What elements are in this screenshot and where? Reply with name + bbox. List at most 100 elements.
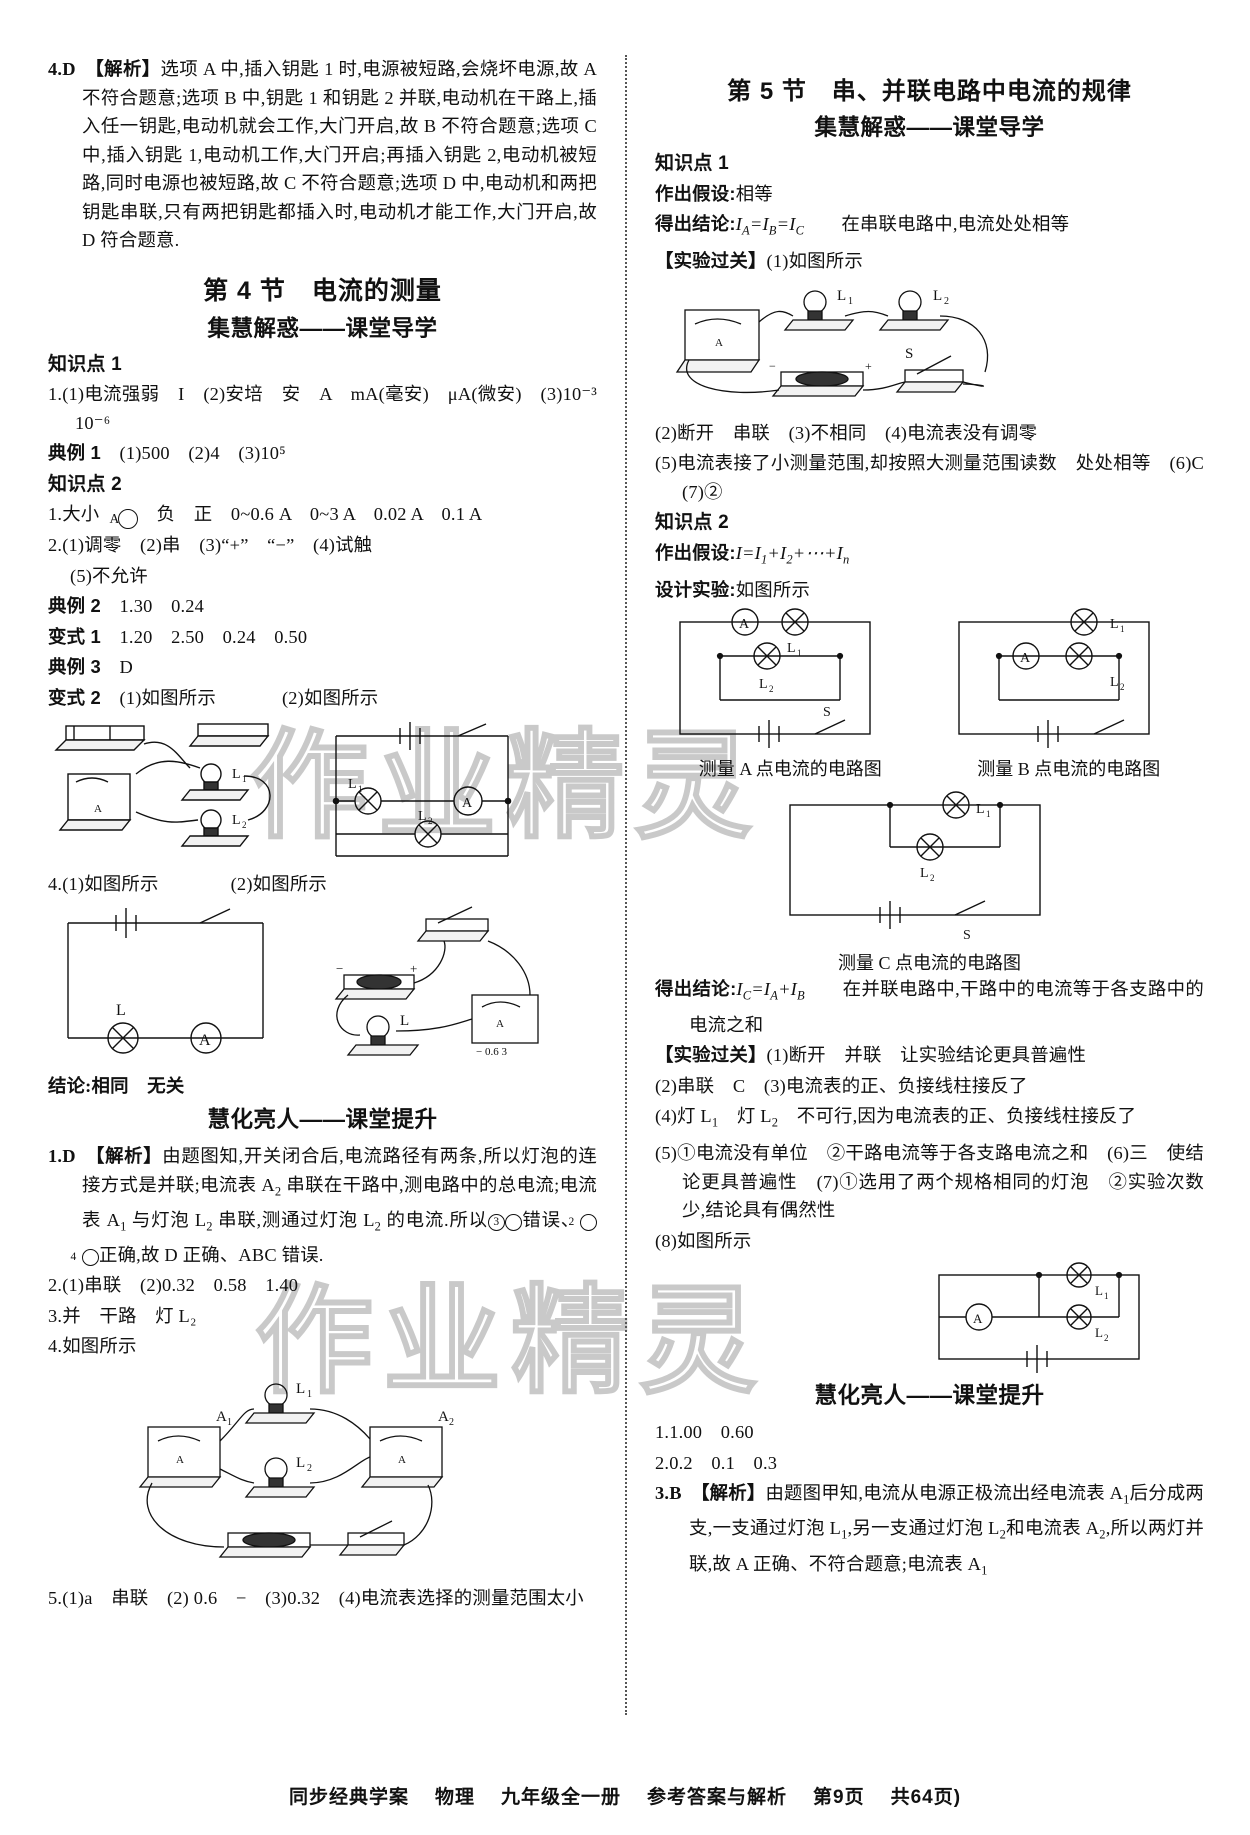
circuit-b-wrap: L 1 A L 2 [934,608,1205,781]
svg-text:A: A [199,1032,211,1049]
svg-text:A: A [398,1454,406,1466]
svg-text:1: 1 [986,809,991,819]
svg-text:2: 2 [307,1463,312,1474]
svg-text:A: A [94,803,102,815]
conclusion-text: 在串联电路中,电流处处相等 [841,214,1070,234]
variant-2-b: (2)如图所示 [281,687,379,708]
svg-text:L: L [116,1002,126,1019]
svg-text:2: 2 [242,820,247,830]
svg-text:L: L [837,288,846,304]
kp2-item-2: 2.(1)调零 (2)串 (3)“+” “−” (4)试触 [48,535,373,555]
answer-4-figure-svg: A A 1 A A 2 [138,1381,454,1558]
svg-text:1: 1 [358,784,363,794]
hypothesis-row: 作出假设:相等 [655,180,1204,209]
answer1-text-mid2: 与灯泡 L [126,1209,207,1230]
answer1-analysis-tag: 【解析】 [95,1146,163,1166]
footer-grade: 九年级全一册 [500,1787,621,1808]
example-2-text: 1.30 0.24 [119,596,205,616]
svg-text:−: − [769,359,776,373]
svg-text:L: L [933,288,942,304]
conclusion-formula: IA=IB=IC [735,214,805,238]
left-column: 4.D 【解析】选项 A 中,插入钥匙 1 时,电源被短路,会烧坏电源,故 A … [40,55,625,1715]
figure-caption-c: 测量 C 点电流的电路图 [837,953,1021,974]
example-3-text: D [119,657,133,677]
svg-text:L: L [920,866,929,881]
svg-text:1: 1 [848,296,853,307]
section-5-subtitle-2: 慧化亮人——课堂提升 [814,1383,1045,1409]
svg-text:L: L [400,1013,409,1029]
analysis-tag: 【解析】 [94,59,161,79]
exp2-3-mid: 灯 L [718,1106,772,1127]
svg-text:−: − [336,961,343,976]
design-label: 设计实验: [655,578,736,600]
kp2-hypothesis-formula: I=I1+I2+⋯+In [735,542,850,567]
design-row: 设计实验:如图所示 [655,576,1204,605]
svg-text:L: L [976,802,985,817]
svg-text:1: 1 [797,648,802,658]
series-circuit-svg: A L 1 L 2 [675,288,989,397]
right-answer3-pre: 由题图甲知,电流从电源正极流出经电流表 A [765,1483,1124,1504]
page-footer: 同步经典学案物理九年级全一册参考答案与解析第9页共64页) [0,1782,1250,1809]
svg-text:+: + [410,961,417,976]
footer-book: 同步经典学案 [288,1787,409,1808]
answer1-text-pre: 由题图知,开关闭合后,电流路径有两条,所以灯泡的连接方式是并联;电流表 A [82,1146,598,1195]
right-answer-1: 1.1.00 0.60 [655,1422,754,1443]
experiment-label: 【实验过关】 [655,250,767,272]
left-answer-1: 1.D 【解析】由题图知,开关闭合后,电流路径有两条,所以灯泡的连接方式是并联;… [48,1146,598,1266]
variant-2-row: 变式 2 (1)如图所示(2)如图所示 [48,684,597,713]
svg-text:L: L [759,677,768,692]
svg-text:A: A [739,617,750,632]
footer-page: 第9页 [813,1787,865,1808]
conclusion2-label: 得出结论: [655,978,737,1000]
svg-text:1: 1 [242,774,247,784]
left-answer-2: 2.(1)串联 (2)0.32 0.58 1.40 [48,1275,299,1296]
example-1-text: (1)500 (2)4 (3)10⁵ [119,443,286,463]
exp2-5: (8)如图所示 [655,1230,752,1251]
answer1-text-mid3: 串联,测通过灯泡 L [212,1209,375,1230]
conclusion2-row: 得出结论:IC=IA+IB 在并联电路中,干路中的电流等于各支路中的电流之和 [655,975,1204,1039]
svg-text:1: 1 [307,1389,312,1400]
figure-caption-a: 测量 A 点电流的电路图 [698,759,882,780]
kp2-item-2b: (5)不允许 [70,565,148,586]
example-1-label: 典例 1 [48,442,101,463]
answer1-text-end: 的电流.所以 [381,1209,488,1230]
knowledge-point-2-label: 知识点 2 [48,473,122,495]
figure-caption-b: 测量 B 点电流的电路图 [977,759,1161,780]
exp2-1: (1)断开 并联 让实验结论更具普遍性 [766,1045,1087,1066]
conclusion-label: 得出结论: [655,213,736,234]
right-answer-2: 2.0.2 0.1 0.3 [655,1452,778,1473]
conclusion2-text: 在并联电路中,干路中的电流等于各支路中的电流之和 [689,979,1204,1035]
left-answer-4b: 4.如图所示 [48,1336,137,1357]
svg-text:− 0.6 3: − 0.6 3 [476,1046,507,1058]
svg-text:2: 2 [1104,1333,1109,1343]
svg-text:1: 1 [227,1417,232,1428]
right-answer3-number: 3.B [655,1483,682,1504]
answer-text: 选项 A 中,插入钥匙 1 时,电源被短路,会烧坏电源,故 A 不符合题意;选项… [82,59,598,250]
svg-text:L: L [1110,675,1119,690]
column-divider [625,55,627,1715]
item-4-figures: L A − + [48,903,597,1068]
kp2-hypothesis-row: 作出假设:I=I1+I2+⋯+In [655,539,1204,574]
right-answer-3: 3.B 【解析】由题图甲知,电流从电源正极流出经电流表 A1后分成两支,一支通过… [655,1483,1204,1578]
kp2-hypothesis-label: 作出假设: [655,541,736,563]
section-4-subtitle-2: 慧化亮人——课堂提升 [207,1107,438,1132]
footer-total: 共64页) [890,1787,962,1808]
experiment-3: (5)电流表接了小测量范围,却按照大测量范围读数 处处相等 (6)C (7)② [655,453,1223,502]
section-5-subtitle: 集慧解惑——课堂导学 [814,115,1045,140]
ammeter-symbol-icon: A [109,509,138,529]
exp2-3-pre: (4)灯 L [655,1106,712,1127]
two-column-layout: 4.D 【解析】选项 A 中,插入钥匙 1 时,电源被短路,会烧坏电源,故 A … [40,55,1223,1715]
svg-text:L: L [418,809,427,824]
hypothesis-label: 作出假设: [655,182,736,204]
circuit-c-wrap: L 1 L 2 S [655,785,1204,945]
left-answer-5: 5.(1)a 串联 (2) 0.6 − (3)0.32 (4)电流表选择的测量范… [48,1587,584,1608]
svg-text:A: A [496,1018,504,1030]
example-2-row: 典例 2 1.30 0.24 [48,592,597,621]
experiment-1: (1)如图所示 [766,251,863,272]
svg-text:L: L [1095,1283,1103,1298]
circuit-a-svg: A L 1 L 2 [679,608,871,749]
example-1-row: 典例 1 (1)500 (2)4 (3)10⁵ [48,439,597,468]
ab-circuits: A L 1 L 2 [655,608,1204,781]
exp2-4: (5)①电流没有单位 ②干路电流等于各支路电流之和 (6)三 使结论更具普遍性 … [655,1143,1204,1221]
